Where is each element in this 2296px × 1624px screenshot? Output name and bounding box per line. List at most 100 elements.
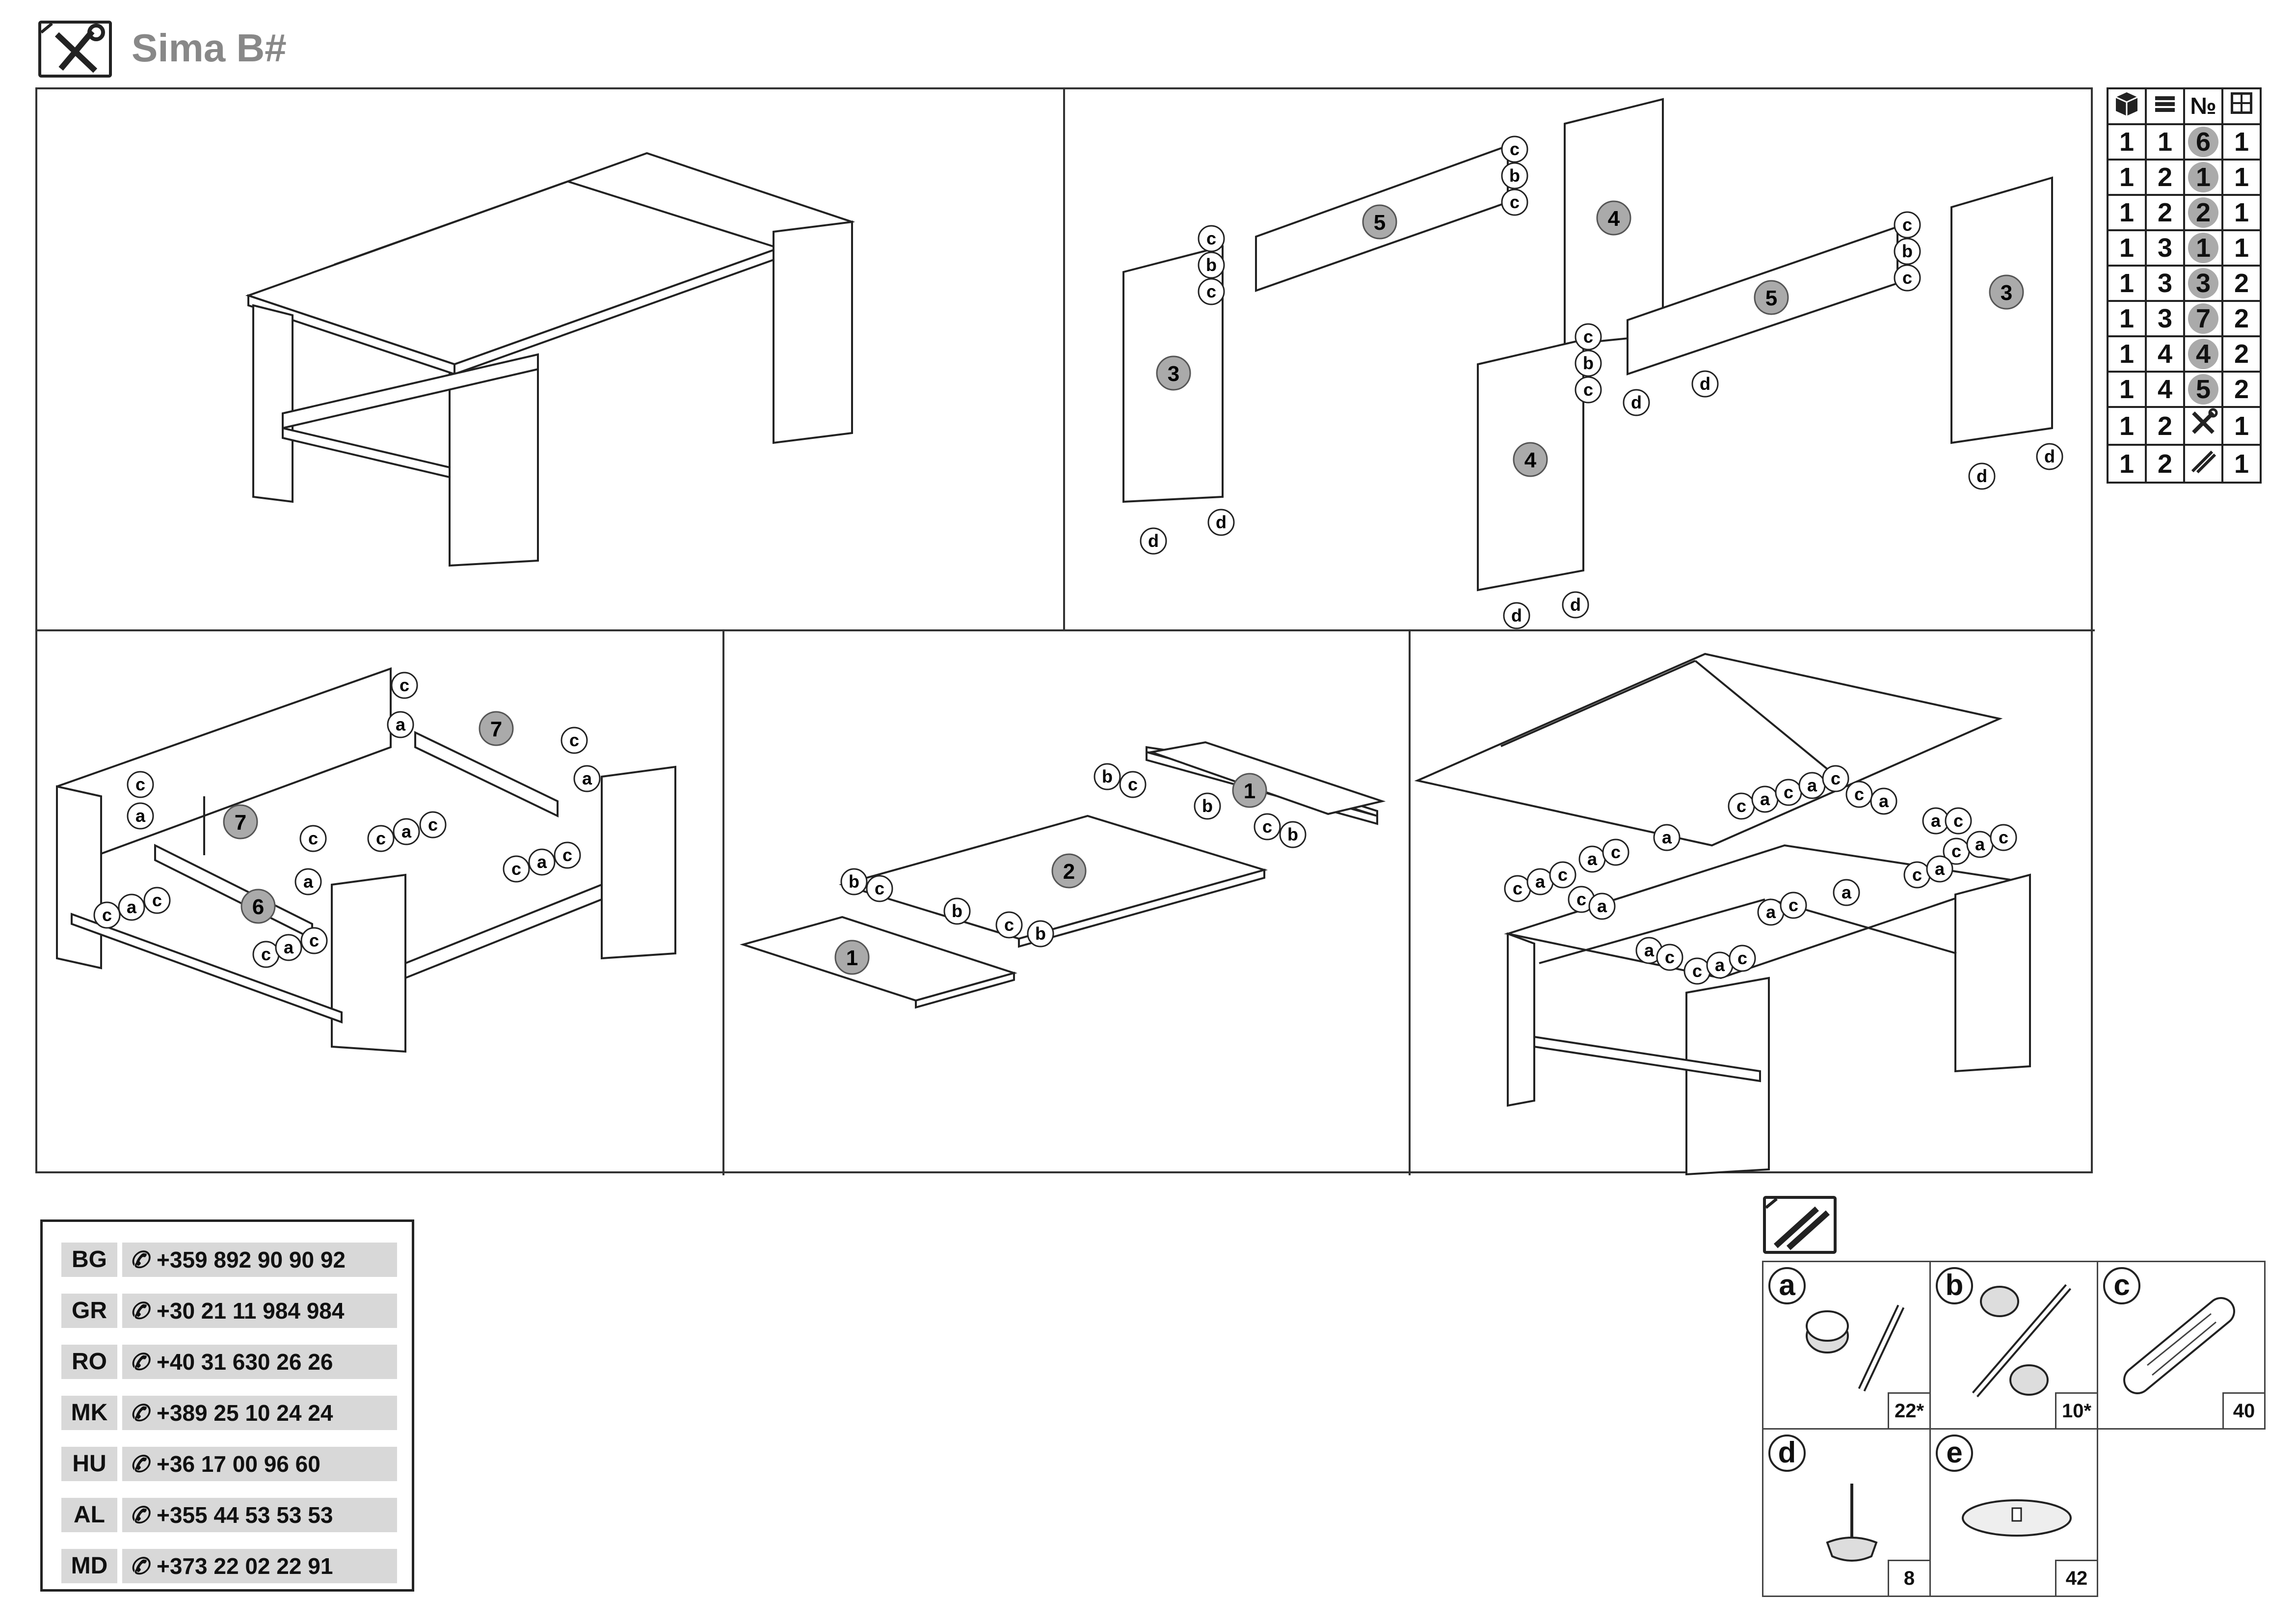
fitting-callout-a: a (118, 893, 145, 921)
svg-text:c: c (1789, 895, 1798, 915)
svg-text:a: a (1662, 827, 1672, 847)
svg-text:c: c (1831, 768, 1841, 788)
hardware-quantity: 10* (2055, 1392, 2097, 1428)
fitting-callout-a: a (1526, 868, 1554, 895)
country-code: HU (61, 1447, 117, 1481)
glide-nail-icon (1826, 1484, 1878, 1562)
svg-text:a: a (1879, 791, 1889, 811)
svg-text:a: a (396, 714, 406, 734)
fitting-callout-a: a (1653, 824, 1681, 851)
fitting-callout-c: c (503, 855, 530, 883)
svg-text:1: 1 (1244, 779, 1255, 803)
phone-icon: ✆ (130, 1349, 149, 1375)
fitting-callout-c: c (391, 672, 418, 699)
fitting-callout-c: c (1575, 376, 1602, 404)
fitting-callout-c: c (1501, 135, 1528, 163)
hardware-letter: c (2103, 1267, 2140, 1304)
fitting-callout-b: b (943, 897, 971, 925)
step5-callouts: a c a c a c c a a c c a c c a a c c a c … (1504, 765, 2017, 985)
svg-text:c: c (1262, 816, 1272, 837)
svg-text:c: c (1912, 865, 1922, 885)
fitting-callout-a: a (1833, 879, 1860, 906)
hardware-quantity: 40 (2222, 1392, 2264, 1428)
svg-text:a: a (401, 821, 412, 841)
hardware-item-a: a 22* (1762, 1261, 1931, 1430)
fitting-callout-a: a (294, 868, 322, 895)
phone-number: +389 25 10 24 24 (157, 1400, 333, 1426)
fitting-callout-c: c (1775, 779, 1802, 806)
svg-text:7: 7 (235, 811, 246, 835)
svg-text:c: c (1206, 281, 1216, 301)
svg-text:c: c (1854, 784, 1864, 804)
number-sign: № (2183, 87, 2223, 125)
fitting-callout-b: b (1894, 238, 1921, 265)
svg-text:6: 6 (252, 895, 264, 919)
svg-text:a: a (1644, 940, 1655, 960)
assembly-steps-frame: 3 5 4 4 5 3 c b c c b c c b c c b c d d … (35, 87, 2095, 1175)
svg-text:a: a (1807, 775, 1817, 795)
cam-lock-bolt-icon (1806, 1304, 1905, 1392)
part-number: 1 (2188, 162, 2218, 192)
fitting-callout-a: a (1926, 855, 1953, 883)
svg-text:c: c (1665, 947, 1675, 967)
fitting-callout-c: c (1504, 875, 1531, 902)
svg-text:a: a (127, 897, 137, 917)
part-number: 7 (2188, 303, 2218, 334)
fitting-callout-c: c (1903, 861, 1931, 889)
fitting-callout-c: c (995, 911, 1023, 939)
svg-text:2: 2 (1063, 860, 1075, 884)
step3-callouts: 7 7 6 c a c a c a c a c a c c a c c a c … (93, 672, 601, 968)
svg-text:c: c (152, 890, 162, 910)
hardware-letter: e (1936, 1435, 1973, 1472)
svg-text:a: a (1766, 902, 1776, 922)
fitting-callout-c: c (1990, 824, 2017, 851)
svg-text:d: d (1148, 531, 1159, 551)
fitting-callout-a: a (127, 802, 154, 830)
svg-text:c: c (1576, 889, 1586, 909)
svg-text:b: b (1509, 165, 1520, 186)
phone-icon: ✆ (130, 1400, 149, 1426)
parts-table-header: № (2107, 87, 2262, 125)
fitting-callout-a: a (1757, 898, 1785, 926)
fitting-callout-a: a (1798, 772, 1826, 799)
svg-text:c: c (1206, 228, 1216, 248)
fitting-callout-b: b (1194, 792, 1221, 820)
svg-text:1: 1 (846, 946, 858, 970)
fitting-callout-c: c (419, 811, 447, 839)
part-number-5a: 5 (1362, 204, 1397, 240)
fitting-callout-c: c (1254, 813, 1281, 840)
svg-text:c: c (400, 675, 409, 695)
fitting-callout-c: c (1728, 792, 1755, 820)
svg-text:a: a (284, 937, 294, 957)
svg-text:a: a (1935, 859, 1945, 879)
fitting-callout-a: a (387, 711, 414, 738)
tools-icon (2183, 406, 2223, 446)
fitting-callout-b: b (1027, 920, 1054, 947)
hardware-item-d: d 8 (1762, 1428, 1931, 1597)
svg-text:b: b (1902, 241, 1913, 261)
phone-icon: ✆ (130, 1451, 149, 1477)
phone-number: +36 17 00 96 60 (157, 1451, 320, 1477)
fitting-callout-c: c (143, 887, 171, 914)
assembly-drawings: 3 5 4 4 5 3 c b c c b c c b c c b c d d … (37, 89, 2095, 1175)
fitting-callout-c: c (1945, 807, 1972, 835)
svg-text:c: c (308, 828, 318, 848)
step3-frame-drawing (56, 667, 676, 1053)
svg-text:d: d (1700, 374, 1710, 394)
svg-text:c: c (1583, 326, 1593, 347)
layers-icon (2145, 87, 2185, 125)
svg-text:b: b (1287, 824, 1298, 844)
part-number-3a: 3 (1156, 355, 1191, 391)
fitting-callout-a: a (1578, 845, 1606, 873)
fitting-callout-d: d (1691, 370, 1719, 398)
hardware-quantity: 42 (2055, 1560, 2097, 1596)
svg-text:5: 5 (1765, 286, 1777, 310)
svg-text:c: c (1902, 215, 1912, 235)
svg-text:7: 7 (490, 717, 502, 741)
svg-text:3: 3 (2001, 281, 2012, 305)
svg-text:c: c (1004, 915, 1014, 935)
